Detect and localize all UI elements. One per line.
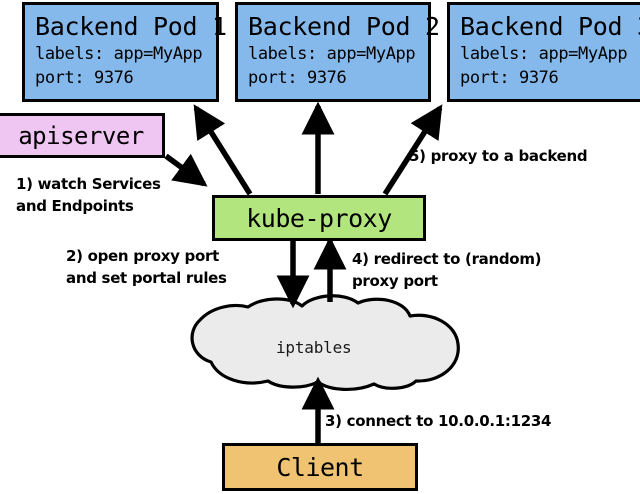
- backend-pod-3-labels: labels: app=MyApp: [460, 44, 628, 64]
- backend-pod-3-port: port: 9376: [460, 68, 559, 88]
- client-label: Client: [276, 452, 364, 482]
- edge-label-step1-line1: 1) watch Services: [16, 175, 161, 193]
- backend-pod-3-title: Backend Pod 3: [460, 12, 640, 41]
- client-box[interactable]: Client: [222, 443, 418, 491]
- backend-pod-2-port: port: 9376: [248, 68, 347, 88]
- backend-pod-1-port: port: 9376: [35, 68, 134, 88]
- apiserver-label: apiserver: [18, 121, 144, 150]
- backend-pod-2-title: Backend Pod 2: [248, 12, 440, 41]
- edge-kubeproxy-to-pod1: [193, 104, 253, 196]
- backend-pod-1-box[interactable]: Backend Pod 1 labels: app=MyApp port: 93…: [22, 2, 227, 102]
- edge-label-step1-line2: and Endpoints: [16, 197, 134, 215]
- backend-pod-1-labels: labels: app=MyApp: [35, 44, 203, 64]
- edge-label-step2-line1: 2) open proxy port: [66, 247, 219, 265]
- backend-pod-1-title: Backend Pod 1: [35, 12, 227, 41]
- edge-label-step3: 3) connect to 10.0.0.1:1234: [325, 412, 552, 430]
- edge-label-step2-line2: and set portal rules: [66, 269, 227, 287]
- backend-pod-2-labels: labels: app=MyApp: [248, 44, 416, 64]
- backend-pod-2-box[interactable]: Backend Pod 2 labels: app=MyApp port: 93…: [235, 2, 440, 102]
- backend-pod-3-box[interactable]: Backend Pod 3 labels: app=MyApp port: 93…: [447, 2, 640, 102]
- edge-label-step4-line2: proxy port: [352, 272, 438, 290]
- kube-proxy-box[interactable]: kube-proxy: [212, 195, 426, 241]
- edge-label-step4-line1: 4) redirect to (random): [352, 250, 542, 268]
- edge-apiserver-to-kubeproxy: [164, 153, 208, 187]
- apiserver-box[interactable]: apiserver: [0, 113, 165, 158]
- edge-label-step5: 5) proxy to a backend: [409, 147, 588, 165]
- iptables-cloud-shape: [190, 294, 460, 391]
- edge-kubeproxy-to-pod3: [382, 104, 443, 196]
- kube-proxy-label: kube-proxy: [246, 203, 392, 233]
- iptables-label: iptables: [276, 338, 352, 357]
